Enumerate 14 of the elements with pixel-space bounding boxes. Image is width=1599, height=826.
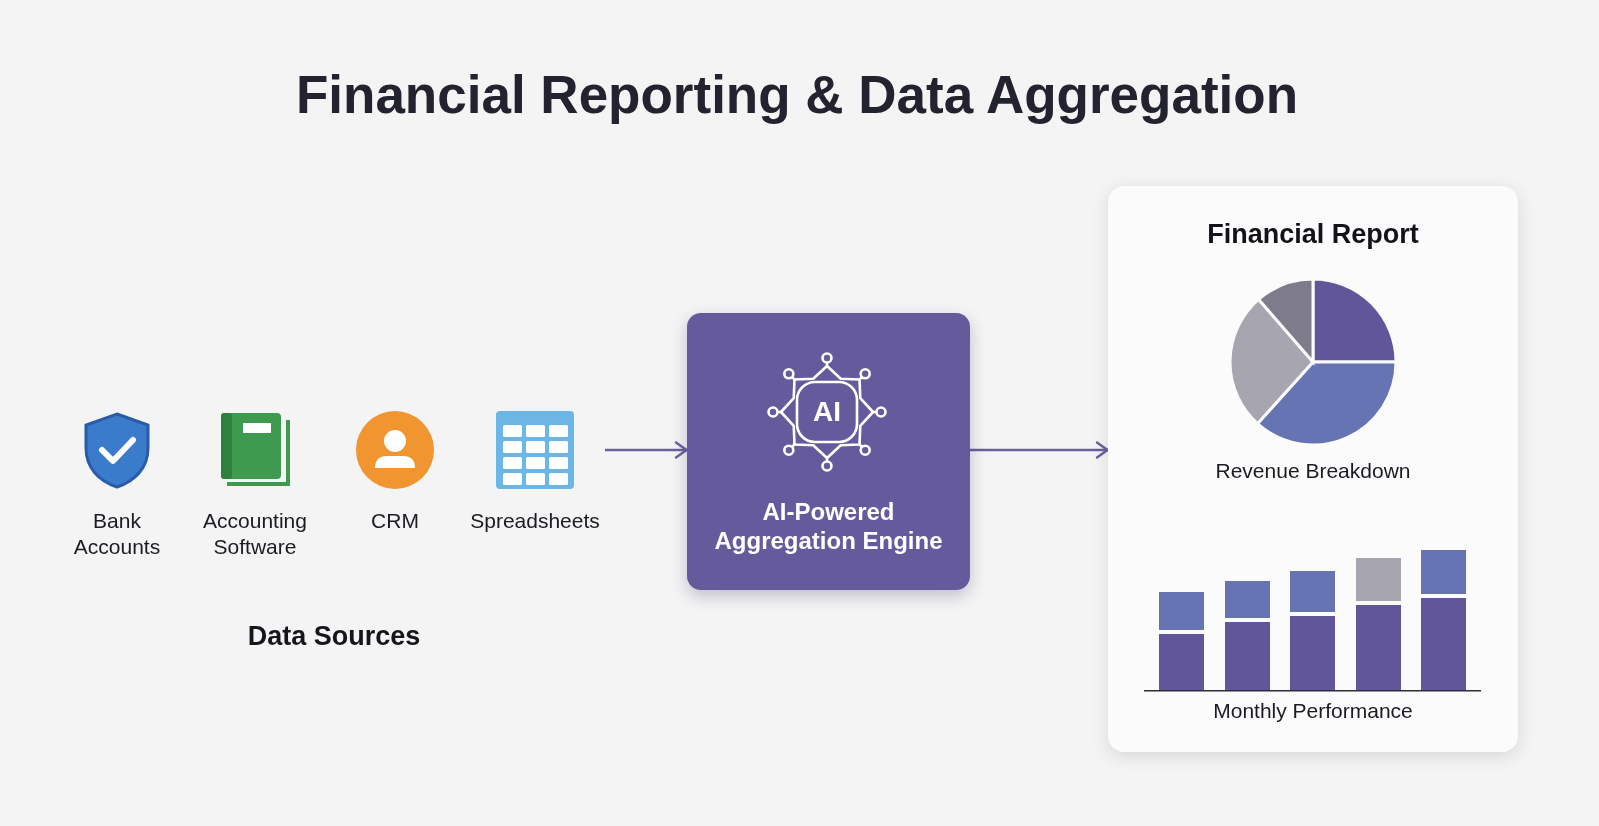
chart-caption: Monthly Performance — [1213, 698, 1413, 724]
group-label: Data Sources — [247, 620, 421, 652]
chart-caption: Revenue Breakdown — [1215, 458, 1411, 484]
source-label: CRM — [371, 508, 419, 534]
source-label: Accounting Software — [202, 508, 308, 560]
title: Financial Reporting & Data Aggregation — [295, 64, 1299, 126]
box-label: AI-Powered Aggregation Engine — [713, 497, 944, 555]
process-box — [687, 313, 970, 590]
chip-label: AI — [813, 396, 841, 428]
panel-heading: Financial Report — [1207, 218, 1419, 250]
source-label: Bank Accounts — [72, 508, 162, 560]
source-label: Spreadsheets — [470, 508, 600, 534]
arrow — [605, 441, 688, 459]
arrow — [970, 441, 1109, 459]
